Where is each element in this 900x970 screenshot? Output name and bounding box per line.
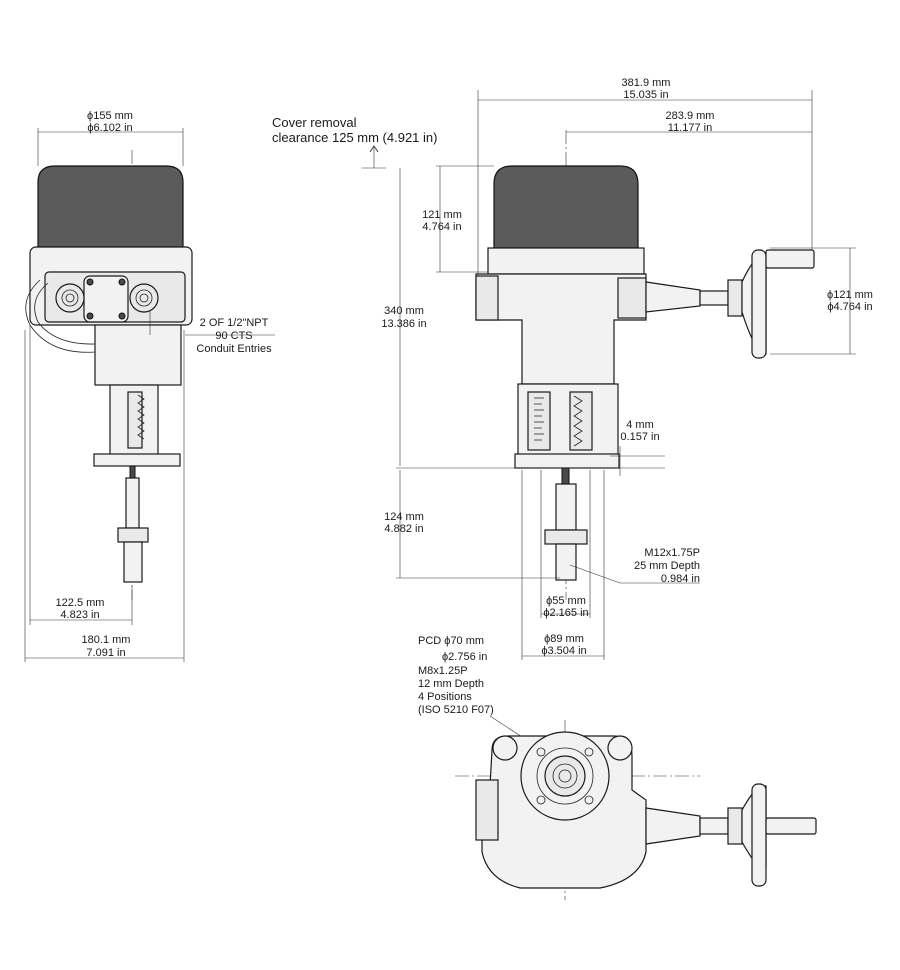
dim-122-in: 4.823 in (60, 609, 99, 621)
dim-283-in: 11.177 in (668, 122, 712, 134)
dim-handwheel-in: ϕ4.764 in (827, 301, 872, 313)
bolt-hole (536, 747, 546, 757)
pcd-line4: 12 mm Depth (418, 678, 484, 690)
side-view: Cover removal clearance 125 mm (4.921 in… (272, 77, 873, 660)
dim-180-in: 7.091 in (86, 647, 125, 659)
dim-top-width-mm: ϕ155 mm (87, 110, 133, 122)
cover-removal-line1: Cover removal (272, 115, 357, 130)
pcd-line3: M8x1.25P (418, 665, 468, 677)
bottom-handwheel (751, 783, 767, 887)
dim-89-mm: ϕ89 mm (544, 633, 584, 645)
side-upper-housing (487, 247, 645, 275)
dim-handwheel-mm: ϕ121 mm (827, 289, 873, 301)
dim-381-in: 15.035 in (623, 89, 668, 101)
bolt-hole (584, 795, 594, 805)
pcd-line6: (ISO 5210 F07) (418, 704, 494, 716)
dim-122-mm: 122.5 mm (56, 597, 105, 609)
side-handwheel (727, 249, 815, 359)
bolt-hole (536, 795, 546, 805)
front-view: ϕ155 mm ϕ6.102 in 2 OF 1/2"NPT 90 CTS Co… (24, 110, 275, 662)
thread-line2: 25 mm Depth (634, 560, 700, 572)
handwheel-knob (765, 249, 815, 269)
dim-121-mm: 121 mm (422, 209, 462, 221)
thread-line3: 0.984 in (661, 573, 700, 585)
dim-4-in: 0.157 in (620, 431, 659, 443)
dim-121-in: 4.764 in (422, 221, 461, 233)
dim-55-in: ϕ2.165 in (543, 607, 588, 619)
dim-4-mm: 4 mm (626, 419, 654, 431)
conduit-port-left (55, 283, 85, 313)
dim-180-mm: 180.1 mm (82, 634, 131, 646)
dim-top-width-in: ϕ6.102 in (87, 122, 132, 134)
pcd-line1: PCD ϕ70 mm (418, 635, 484, 647)
dim-283-mm: 283.9 mm (666, 110, 715, 122)
dim-124-in: 4.882 in (384, 523, 423, 535)
thread-line1: M12x1.75P (644, 547, 700, 559)
dim-89-in: ϕ3.504 in (541, 645, 586, 657)
pcd-line2: ϕ2.756 in (442, 651, 487, 663)
side-motor-cover (493, 165, 639, 249)
bolt-hole (584, 747, 594, 757)
conduit-label-1: 2 OF 1/2"NPT (200, 317, 269, 329)
cover-removal-line2: clearance 125 mm (4.921 in) (272, 130, 437, 145)
front-motor-cover (37, 165, 184, 248)
conduit-port-right (129, 283, 159, 313)
front-base-flange (93, 453, 181, 467)
conduit-label-3: Conduit Entries (196, 343, 272, 355)
bottom-view: PCD ϕ70 mm ϕ2.756 in M8x1.25P 12 mm Dept… (418, 635, 817, 900)
dim-340-in: 13.386 in (381, 318, 426, 330)
dim-340-mm: 340 mm (384, 305, 424, 317)
dim-124-mm: 124 mm (384, 511, 424, 523)
dim-381-mm: 381.9 mm (622, 77, 671, 89)
dim-55-mm: ϕ55 mm (546, 595, 586, 607)
front-lower-body (94, 324, 182, 386)
conduit-label-2: 90 CTS (215, 330, 252, 342)
pcd-line5: 4 Positions (418, 691, 472, 703)
